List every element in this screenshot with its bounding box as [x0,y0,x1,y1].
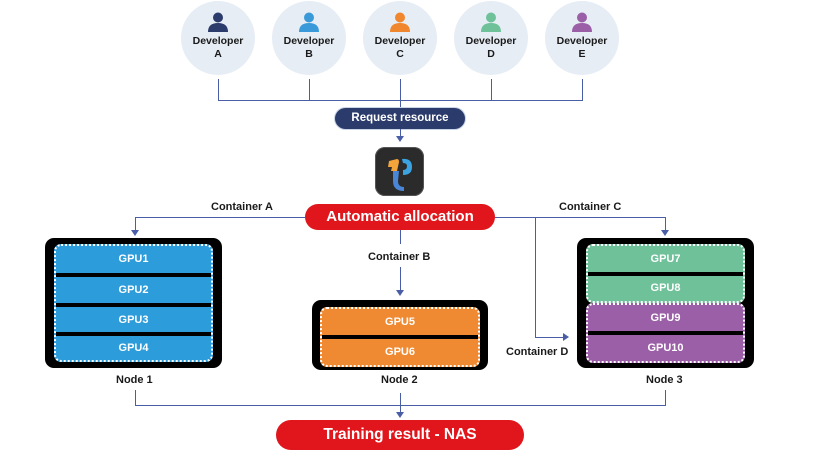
container-d-line [535,217,536,338]
node-1-label: Node 1 [116,374,153,386]
node-2-label: Node 2 [381,374,418,386]
gpu-separator [588,331,743,335]
gpu-separator [56,303,211,307]
gpu-10: GPU10 [647,342,684,354]
request-resource-pill: Request resource [334,107,466,130]
automatic-allocation-pill: Automatic allocation [305,204,495,230]
connector-line [309,79,310,100]
container-a-line [135,217,305,218]
connector-line [218,79,219,100]
gpu-separator [588,272,743,276]
container-d-line [535,337,563,338]
connector-line [491,79,492,100]
container-a-group: GPU1 GPU2 GPU3 GPU4 [54,244,213,362]
gpu-7: GPU7 [650,253,681,265]
result-line [665,390,666,405]
container-b-line [400,230,401,244]
developer-id: B [305,48,313,60]
developer-label: Developer [465,35,517,47]
developer-id: D [487,48,495,60]
gpu-separator [322,335,478,339]
person-icon [208,12,228,32]
developer-id: C [396,48,404,60]
arrow-down-icon [396,412,404,418]
arrow-down-icon [396,290,404,296]
container-d-group: GPU9 GPU10 [586,303,745,363]
container-a-label: Container A [211,201,273,213]
gpu-separator [56,273,211,277]
gpu-4: GPU4 [118,342,149,354]
node-2: GPU5 GPU6 [312,300,488,370]
container-c-group: GPU7 GPU8 [586,244,745,303]
arrow-right-icon [563,333,569,341]
arrow-down-icon [396,136,404,142]
developer-bus-line [218,100,583,101]
scheduler-app-icon [375,147,424,196]
node-3-label: Node 3 [646,374,683,386]
developer-id: E [578,48,586,60]
gpu-3: GPU3 [118,314,149,326]
result-line [400,393,401,413]
developer-label: Developer [374,35,426,47]
result-line [135,390,136,405]
developer-label: Developer [192,35,244,47]
node-1: GPU1 GPU2 GPU3 GPU4 [45,238,222,368]
container-c-line [495,217,666,218]
gpu-8: GPU8 [650,282,681,294]
developer-id: A [214,48,222,60]
container-b-line [400,267,401,291]
person-icon [572,12,592,32]
gpu-6: GPU6 [385,346,415,358]
connector-line [400,79,401,108]
person-icon [299,12,319,32]
gpu-separator [56,332,211,336]
arrow-down-icon [131,230,139,236]
arrow-down-icon [661,230,669,236]
gpu-9: GPU9 [650,312,681,324]
developer-label: Developer [556,35,608,47]
person-icon [481,12,501,32]
training-result-pill: Training result - NAS [276,420,524,450]
connector-line [582,79,583,100]
gpu-2: GPU2 [118,284,149,296]
person-icon [390,12,410,32]
container-a-line [135,217,136,231]
gpu-5: GPU5 [385,316,415,328]
logo-icon [388,158,412,191]
developer-label: Developer [283,35,335,47]
container-c-label: Container C [559,201,622,213]
container-b-label: Container B [368,251,431,263]
container-c-line [665,217,666,231]
node-3: GPU7 GPU8 GPU9 GPU10 [577,238,754,368]
connector-line [400,129,401,137]
gpu-1: GPU1 [118,253,149,265]
container-d-label: Container D [506,346,569,358]
container-b-group: GPU5 GPU6 [320,307,480,367]
